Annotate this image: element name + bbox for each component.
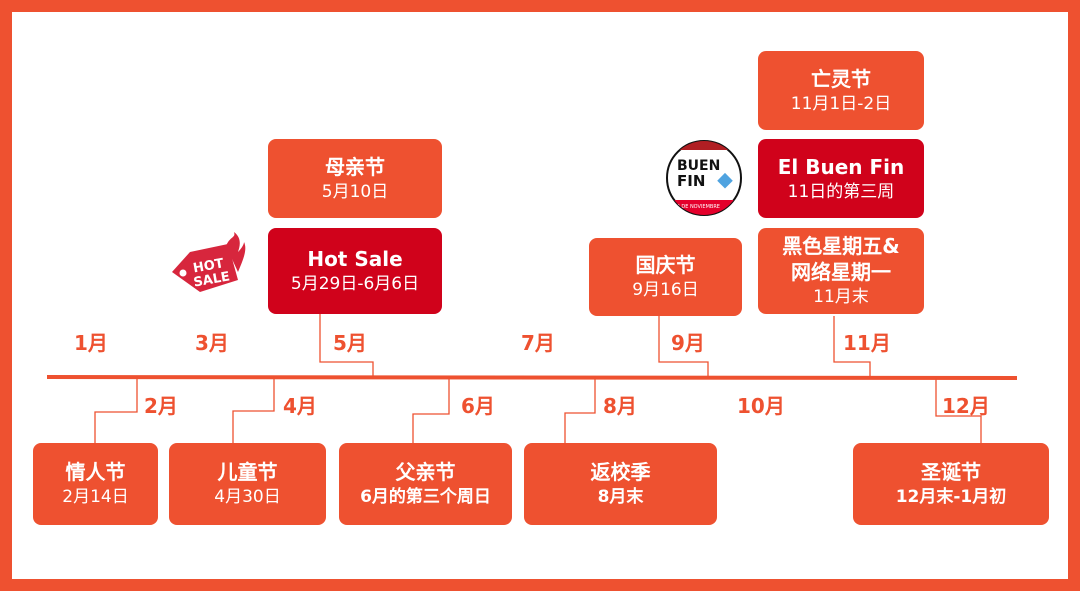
month-label: 10月 bbox=[737, 394, 785, 418]
event-hot-sale: Hot Sale 5月29日-6月6日 bbox=[268, 228, 442, 314]
event-valentines-day: 情人节 2月14日 bbox=[33, 443, 158, 525]
event-day-of-the-dead: 亡灵节 11月1日-2日 bbox=[758, 51, 924, 130]
connector-valentine bbox=[94, 379, 138, 443]
event-title: 儿童节 bbox=[217, 460, 278, 484]
month-label: 9月 bbox=[671, 331, 705, 355]
event-date: 8月末 bbox=[597, 487, 644, 507]
event-black-friday-cyber-monday: 黑色星期五& 网络星期一 11月末 bbox=[758, 228, 924, 314]
event-date: 11月1日-2日 bbox=[790, 93, 892, 114]
month-label: 2月 bbox=[144, 394, 178, 418]
event-childrens-day: 儿童节 4月30日 bbox=[169, 443, 326, 525]
event-title: 国庆节 bbox=[635, 253, 696, 277]
event-title: 圣诞节 bbox=[921, 460, 981, 484]
event-date: 12月末-1月初 bbox=[895, 487, 1007, 507]
event-date: 5月29日-6月6日 bbox=[290, 274, 420, 294]
connector-children bbox=[232, 379, 275, 443]
hot-sale-logo: HOT SALE bbox=[172, 232, 246, 292]
svg-text:SALE: SALE bbox=[192, 269, 231, 290]
event-title: 返校季 bbox=[590, 460, 651, 484]
connector-hot-sale bbox=[319, 314, 374, 377]
event-title: Hot Sale bbox=[307, 247, 403, 271]
svg-text:FIN: FIN bbox=[677, 172, 705, 190]
month-label: 5月 bbox=[333, 331, 367, 355]
month-label: 7月 bbox=[521, 331, 555, 355]
event-date: 11日的第三周 bbox=[787, 181, 895, 202]
month-label: 11月 bbox=[843, 331, 891, 355]
event-date: 2月14日 bbox=[62, 487, 129, 507]
month-label: 8月 bbox=[603, 394, 637, 418]
connector-christmas bbox=[935, 379, 982, 443]
connector-november bbox=[833, 316, 871, 377]
month-label: 6月 bbox=[461, 394, 495, 418]
svg-text:BUEN: BUEN bbox=[677, 158, 720, 174]
connector-father bbox=[412, 379, 450, 443]
month-label: 12月 bbox=[942, 394, 990, 418]
month-label: 4月 bbox=[283, 394, 317, 418]
event-title: 母亲节 bbox=[325, 154, 385, 179]
event-fathers-day: 父亲节 6月的第三个周日 bbox=[339, 443, 512, 525]
event-date: 4月30日 bbox=[214, 487, 281, 507]
event-back-to-school: 返校季 8月末 bbox=[524, 443, 717, 525]
event-christmas: 圣诞节 12月末-1月初 bbox=[853, 443, 1049, 525]
svg-text:- 20 DE NOVIEMBRE: - 20 DE NOVIEMBRE bbox=[670, 204, 720, 210]
connector-national-day bbox=[658, 316, 709, 377]
timeline-axis bbox=[46, 375, 1018, 380]
hot-sale-logo-text: HOT bbox=[192, 256, 225, 276]
event-title-line2: 网络星期一 bbox=[791, 260, 891, 284]
connector-back-to-school bbox=[564, 379, 596, 443]
event-title: 黑色星期五& bbox=[782, 234, 900, 258]
event-el-buen-fin: El Buen Fin 11日的第三周 bbox=[758, 139, 924, 218]
event-national-day: 国庆节 9月16日 bbox=[589, 238, 742, 316]
event-date: 5月10日 bbox=[321, 181, 389, 202]
event-date: 11月末 bbox=[813, 287, 869, 307]
event-mothers-day: 母亲节 5月10日 bbox=[268, 139, 442, 218]
event-title: 亡灵节 bbox=[811, 66, 871, 91]
event-title: 父亲节 bbox=[395, 460, 456, 484]
month-label: 1月 bbox=[74, 331, 108, 355]
event-title: 情人节 bbox=[65, 460, 126, 484]
event-date: 6月的第三个周日 bbox=[360, 487, 491, 507]
buen-fin-logo: - 20 DE NOVIEMBRE BUEN FIN bbox=[666, 140, 742, 216]
month-label: 3月 bbox=[195, 331, 229, 355]
event-date: 9月16日 bbox=[632, 280, 699, 300]
event-title: El Buen Fin bbox=[777, 154, 905, 179]
